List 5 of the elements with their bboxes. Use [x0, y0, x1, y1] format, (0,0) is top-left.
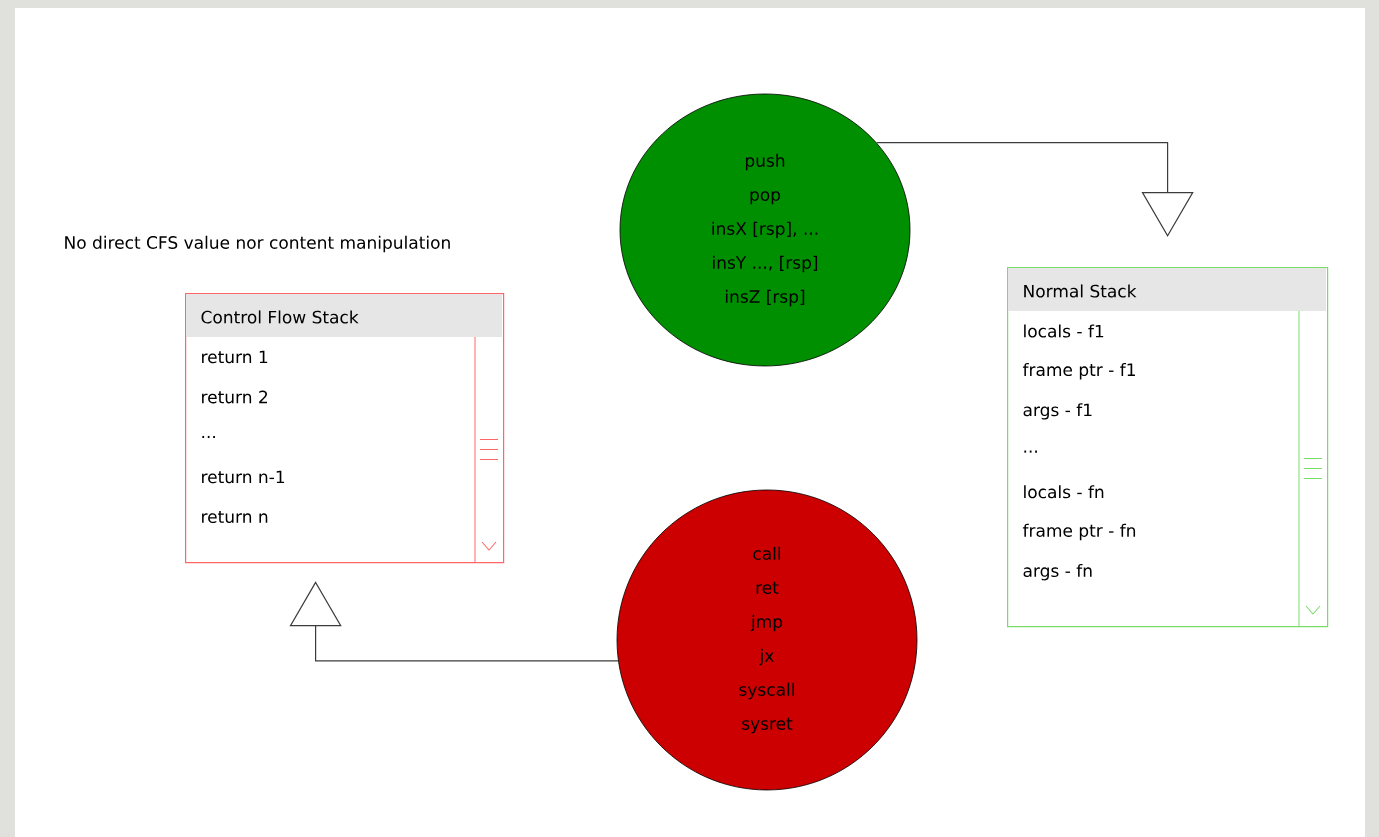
stack-list-box: Control Flow Stack return 1 return 2 ... return n-1 return n [185, 292, 505, 564]
stack-list-box: Normal Stack locals - f1 frame ptr - f1 args - f1 ... locals - fn frame ptr - fn args - fn [1007, 267, 1329, 628]
note-text: No direct CFS value nor content manipulation [65, 235, 450, 253]
arrow [289, 581, 619, 662]
arrow [876, 142, 1194, 237]
